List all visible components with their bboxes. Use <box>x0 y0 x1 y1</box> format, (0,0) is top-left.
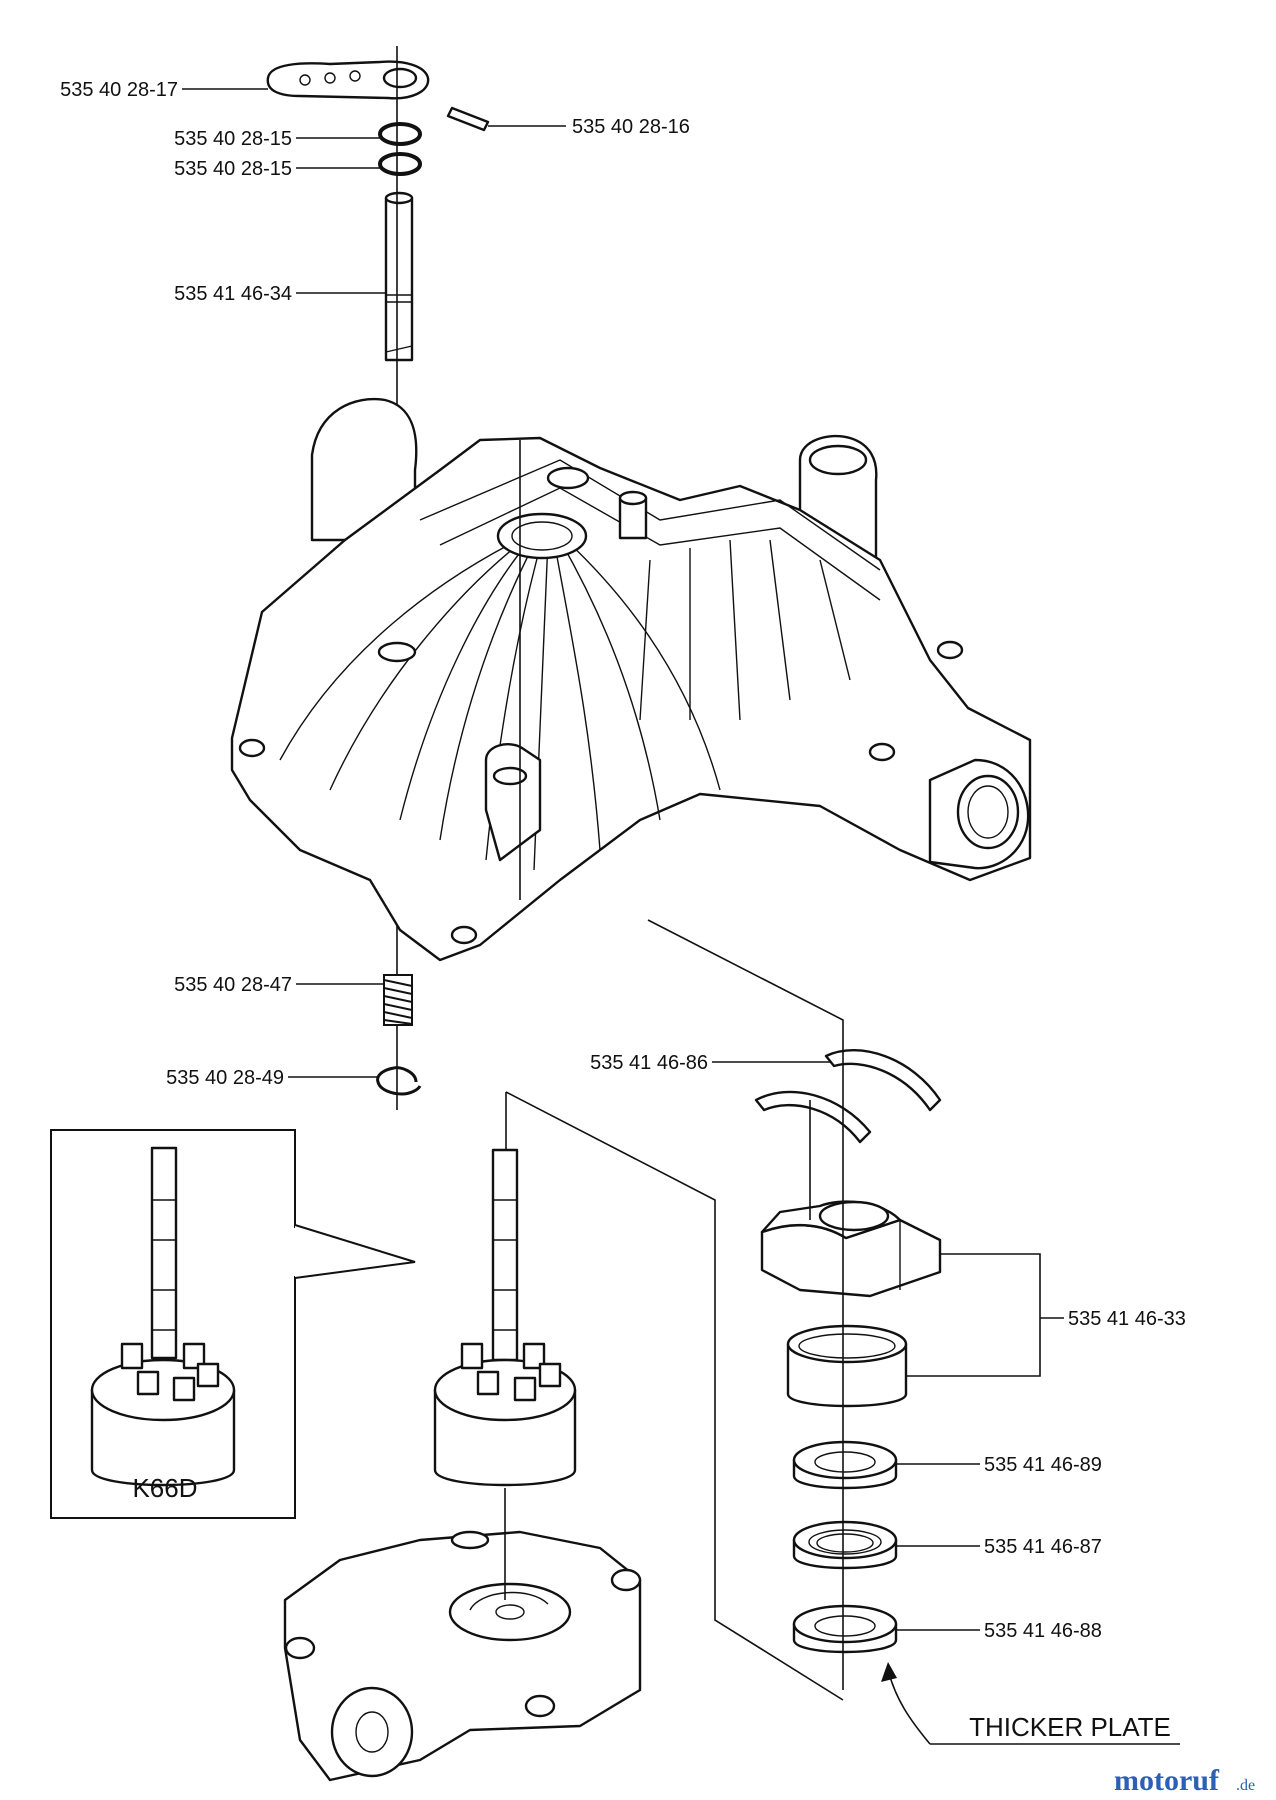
watermark-suffix: .de <box>1236 1777 1255 1794</box>
inset-k66d: K66D <box>50 1129 416 1519</box>
guide-line-upper <box>647 919 844 1040</box>
part-label-49: 535 40 28-49 <box>166 1067 284 1089</box>
transmission-housing <box>230 397 1032 962</box>
control-lever-arm <box>266 60 430 100</box>
part-label-33: 535 41 46-33 <box>1068 1308 1186 1330</box>
leader-lines <box>182 88 1064 1631</box>
washer-88 <box>792 1604 898 1654</box>
swashplate-cradle <box>760 1200 942 1298</box>
inset-cylinder-block <box>90 1146 236 1487</box>
o-ring-lower <box>378 152 422 176</box>
washer-87 <box>792 1520 898 1570</box>
watermark-logo: motoruf .de <box>1114 1764 1255 1797</box>
part-label-47: 535 40 28-47 <box>174 974 292 996</box>
compression-spring <box>383 974 413 1026</box>
guide-line-lower <box>505 1091 844 1701</box>
part-label-34: 535 41 46-34 <box>174 283 292 305</box>
inset-label: K66D <box>132 1473 197 1503</box>
snap-ring <box>376 1066 422 1096</box>
thrust-ring <box>786 1324 908 1408</box>
part-label-17: 535 40 28-17 <box>60 79 178 101</box>
washer-89 <box>792 1440 898 1490</box>
control-shaft <box>384 191 414 362</box>
pump-cylinder-block <box>433 1148 577 1487</box>
part-label-88: 535 41 46-88 <box>984 1620 1102 1642</box>
part-labels: 535 40 28-17 535 40 28-16 535 40 28-15 5… <box>60 79 1186 1742</box>
thicker-plate-arrow <box>881 1662 931 1745</box>
part-label-16: 535 40 28-16 <box>572 116 690 138</box>
part-label-15-lower: 535 40 28-15 <box>174 158 292 180</box>
part-label-89: 535 41 46-89 <box>984 1454 1102 1476</box>
thicker-plate-note: THICKER PLATE <box>969 1712 1171 1742</box>
watermark-brand: motoruf <box>1114 1764 1220 1797</box>
lever-pin <box>446 106 490 132</box>
bearing-shells <box>754 1049 942 1144</box>
part-label-15-upper: 535 40 28-15 <box>174 128 292 150</box>
part-label-86: 535 41 46-86 <box>590 1052 708 1074</box>
part-label-87: 535 41 46-87 <box>984 1536 1102 1558</box>
center-section <box>283 1530 642 1782</box>
o-ring-upper <box>378 122 422 146</box>
